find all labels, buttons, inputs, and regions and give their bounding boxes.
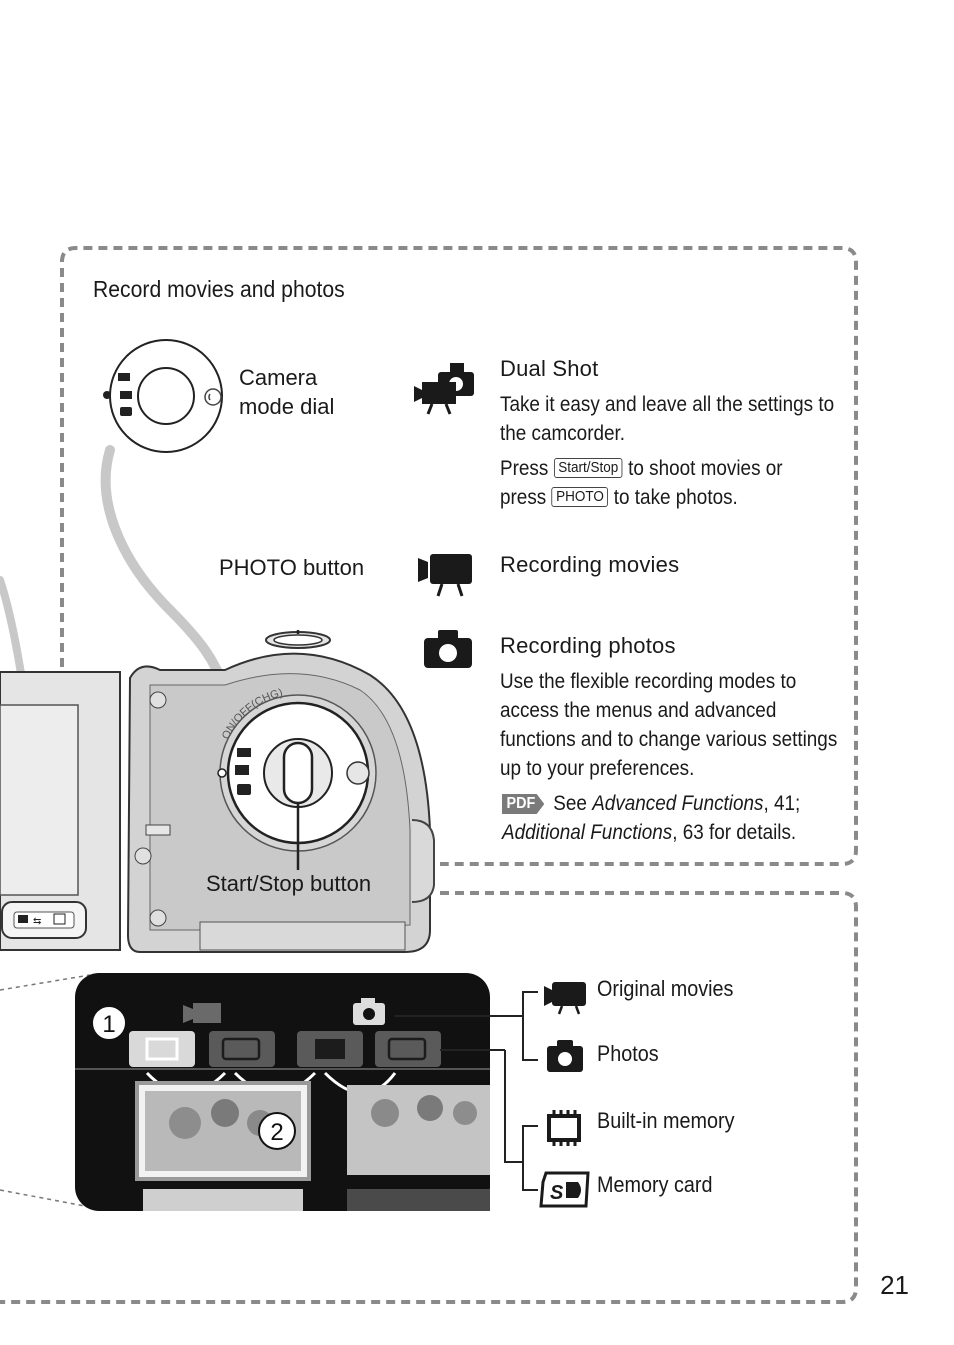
legend-photos: Photos <box>597 1041 659 1066</box>
step-marker-1: 1 <box>102 1011 115 1038</box>
recording-photos-heading: Recording photos <box>500 633 676 658</box>
legend-connector-lines <box>395 991 538 1191</box>
advanced-functions-link[interactable]: Advanced Functions <box>592 792 764 815</box>
photo-key: PHOTO <box>551 487 609 507</box>
dual-shot-icon <box>414 363 474 415</box>
page-number: 21 <box>880 1270 909 1300</box>
additional-functions-link[interactable]: Additional Functions <box>502 821 673 844</box>
built-in-memory-icon <box>547 1110 581 1146</box>
camera-mode-dial-label: Camera mode dial <box>239 365 335 419</box>
camcorder-illustration: ⇆ ON/OFF(CHG) <box>0 630 435 953</box>
svg-text:S: S <box>550 1182 564 1204</box>
legend-built-in-memory: Built-in memory <box>597 1108 735 1133</box>
legend-memory-card: Memory card <box>597 1172 713 1197</box>
movie-camera-icon <box>418 554 472 597</box>
index-screen-illustration: 1 2 <box>75 973 490 1211</box>
sd-card-icon: S <box>539 1171 590 1208</box>
photo-camera-icon <box>424 630 472 668</box>
dual-shot-heading: Dual Shot <box>500 356 599 381</box>
legend-original-movies: Original movies <box>597 976 734 1001</box>
photo-button-label: PHOTO button <box>219 555 365 580</box>
camera-mode-dial-illustration <box>103 339 223 453</box>
recording-photos-description: Use the flexible recording modes to acce… <box>500 670 838 780</box>
pdf-badge-icon: PDF <box>502 794 545 814</box>
legend-movie-camera-icon <box>544 982 586 1015</box>
legend-photo-camera-icon <box>547 1040 583 1072</box>
section-title: Record movies and photos <box>93 276 345 302</box>
dual-shot-description: Take it easy and leave all the settings … <box>500 393 835 445</box>
start-stop-button-label: Start/Stop button <box>206 871 372 896</box>
start-stop-key: Start/Stop <box>553 458 623 478</box>
recording-movies-heading: Recording movies <box>500 552 680 577</box>
step-marker-2: 2 <box>270 1119 283 1146</box>
svg-text:⇆: ⇆ <box>33 916 41 927</box>
